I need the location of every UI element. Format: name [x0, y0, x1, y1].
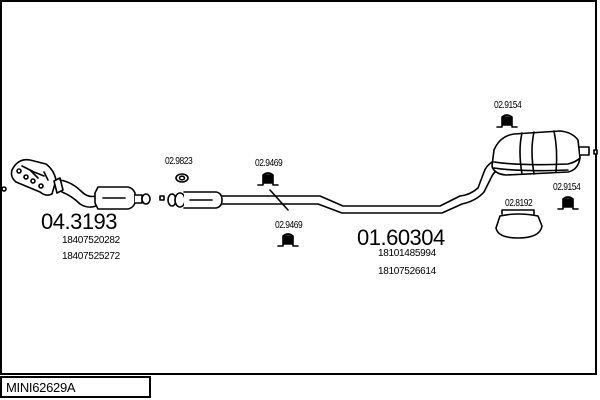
hanger-arm	[269, 189, 289, 211]
bolt-icon	[593, 149, 598, 155]
clamp-icon	[495, 209, 543, 239]
catalytic-converter-drawing	[10, 158, 165, 210]
accessory-label: 02.9154	[494, 100, 522, 111]
oem-number-label: 18101485994	[378, 248, 436, 259]
accessory-label: 02.9469	[255, 158, 283, 169]
bolt-icon	[159, 195, 165, 201]
drawing-code-box: MINI62629A	[0, 376, 151, 398]
rubber-hanger-icon	[257, 172, 279, 186]
rubber-hanger-icon	[496, 114, 518, 128]
oem-number-label: 18107526614	[378, 266, 436, 277]
accessory-label: 02.8192	[505, 198, 533, 209]
accessory-label: 02.9823	[165, 156, 193, 167]
oem-number-label: 18407520282	[62, 235, 120, 246]
rubber-hanger-icon	[277, 233, 299, 247]
bolt-icon	[1, 186, 7, 192]
oem-number-label: 18407525272	[62, 251, 120, 262]
part-number-label: 04.3193	[41, 209, 118, 234]
part-number-label: 01.60304	[357, 225, 445, 250]
rubber-hanger-icon	[557, 196, 579, 210]
drawing-code: MINI62629A	[6, 380, 76, 395]
accessory-label: 02.9154	[553, 182, 581, 193]
accessory-label: 02.9469	[275, 220, 303, 231]
middle-pipe-drawing	[167, 161, 499, 214]
diagram-frame	[0, 0, 597, 375]
rear-muffler-drawing	[491, 130, 598, 176]
gasket-ring-icon	[175, 173, 189, 183]
